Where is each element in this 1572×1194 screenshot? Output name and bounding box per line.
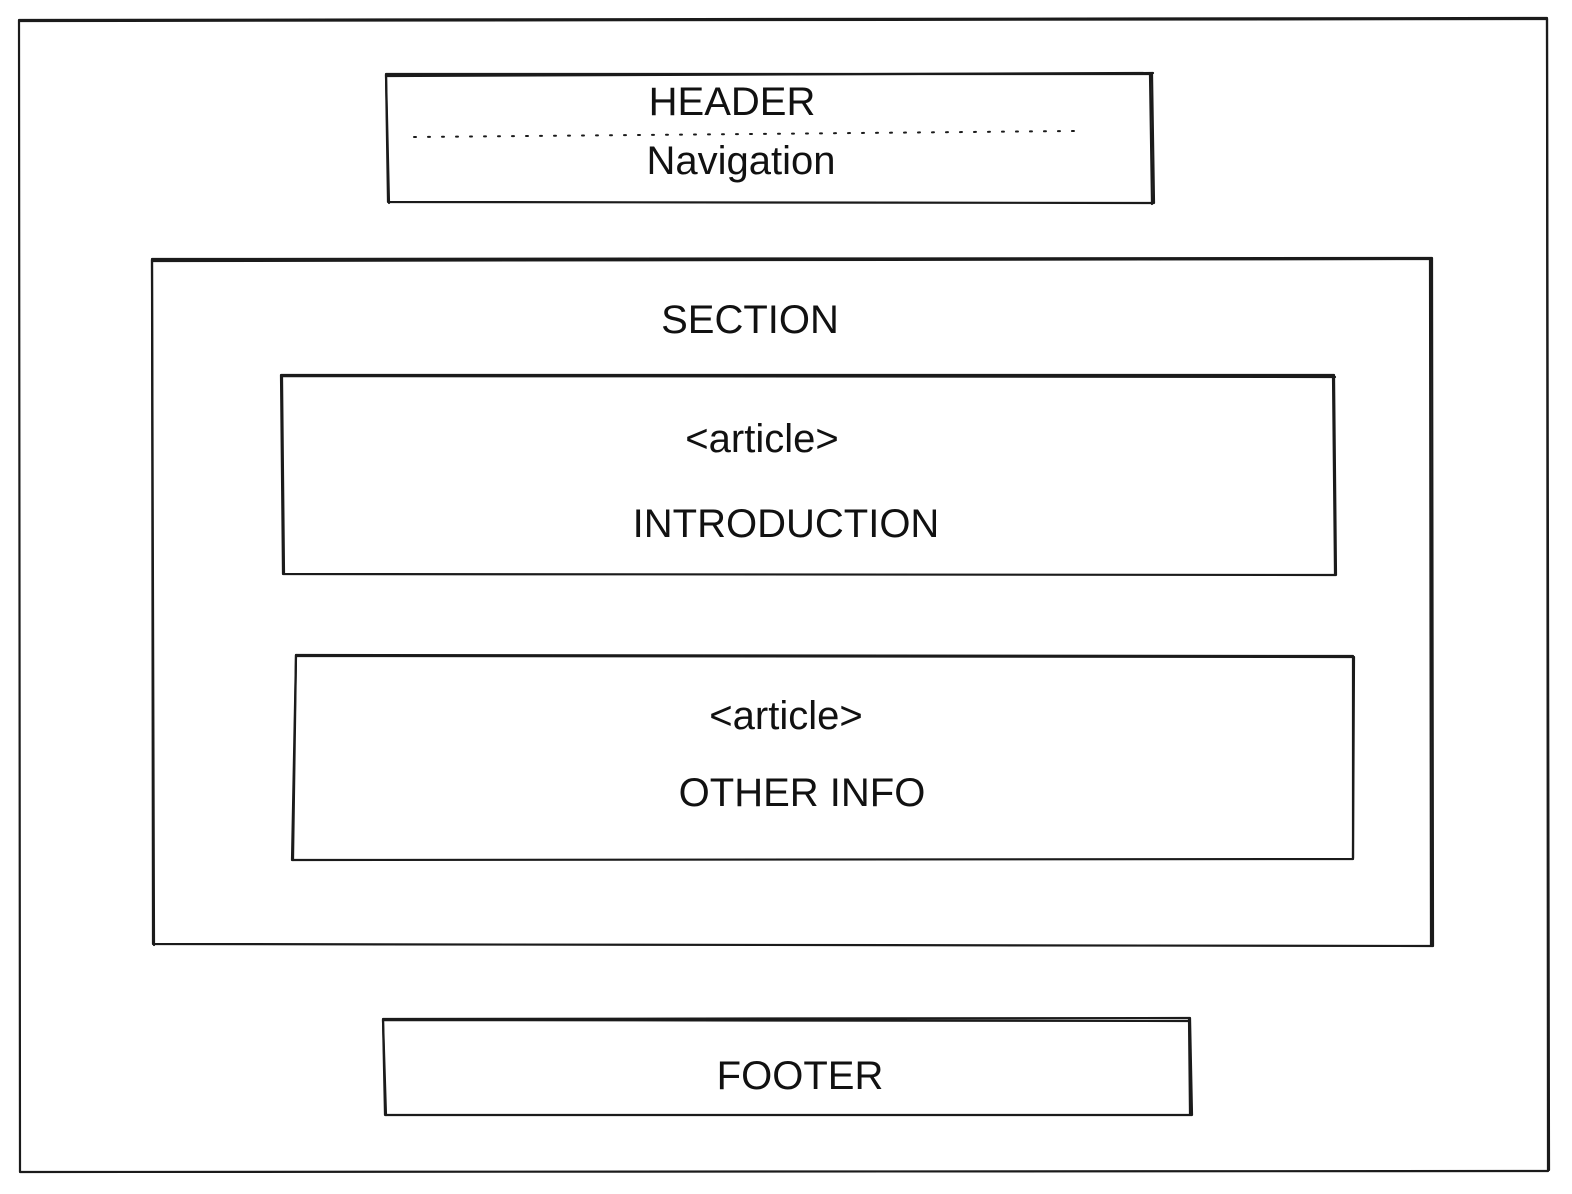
section-label: SECTION [661,298,839,342]
article-introduction-label: INTRODUCTION [632,502,940,546]
article-other-info-label: OTHER INFO [678,771,926,815]
footer-label: FOOTER [716,1054,884,1098]
article-tag-label: <article> [685,417,839,461]
header-label: HEADER [648,80,816,124]
header-nav-divider [413,130,1079,138]
article-tag-label: <article> [709,694,863,738]
article-other-info-box [290,653,1356,862]
navigation-label: Navigation [646,139,836,183]
section-box [150,256,1435,948]
outer-frame [17,16,1551,1174]
